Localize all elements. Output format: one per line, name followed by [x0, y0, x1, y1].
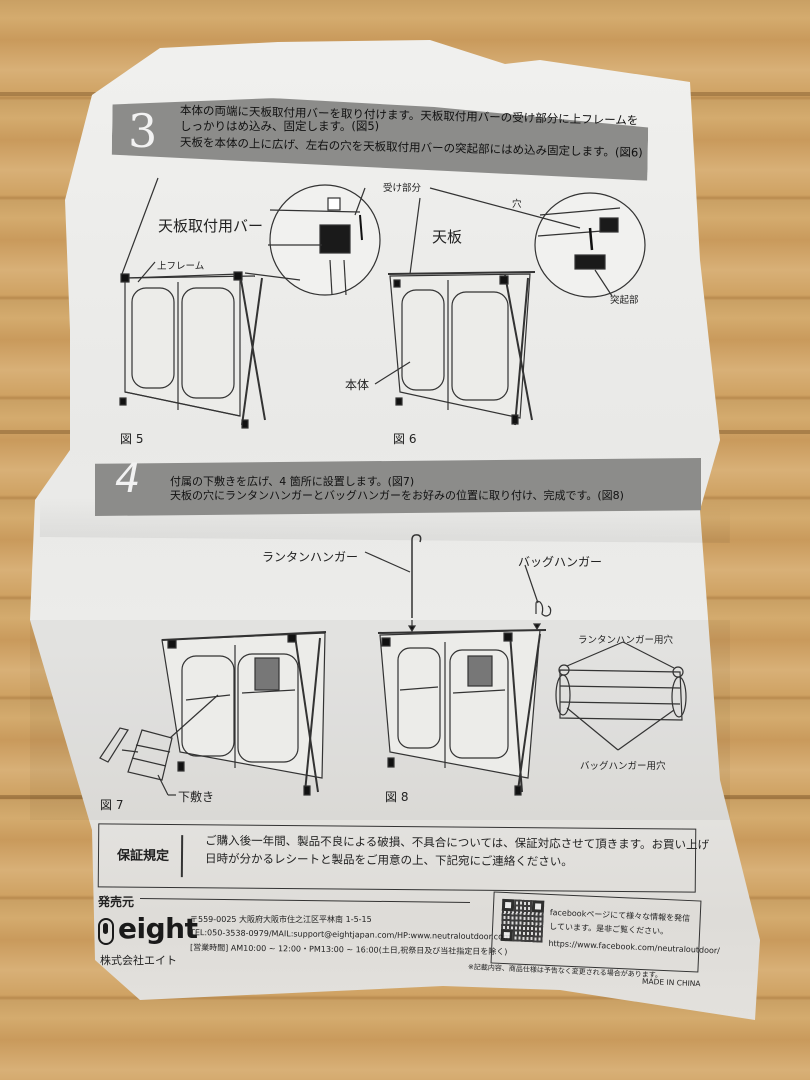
label-top-board: 天板	[432, 228, 463, 246]
warranty-divider	[180, 835, 183, 878]
figure-6-diagram	[374, 187, 646, 426]
qr-finder	[500, 928, 514, 942]
seller-heading: 発売元	[98, 895, 135, 909]
label-mat: 下敷き	[178, 790, 215, 804]
qr-finder	[531, 900, 545, 913]
label-body: 本体	[345, 378, 370, 392]
label-receiver: 受け部分	[383, 183, 422, 194]
qr-finder	[501, 898, 515, 912]
warranty-box: 保証規定 ご購入後一年間、製品不良による破損、不具合については、保証対応させて頂…	[97, 823, 709, 893]
step-4-number: 4	[115, 456, 141, 502]
eight-logo-icon	[98, 918, 114, 945]
company-name: 株式会社エイト	[100, 954, 177, 967]
figure-6-caption: 図 6	[393, 432, 417, 446]
step-3-line-2: しっかりはめ込み、固定します。(図5)	[180, 119, 380, 133]
facebook-line-2: しています。是非ご覧ください。	[549, 921, 669, 937]
label-hole: 穴	[512, 199, 522, 210]
facebook-box: facebookページにて様々な情報を発信 しています。是非ご覧ください。 ht…	[490, 891, 720, 973]
figure-7-diagram	[99, 631, 327, 796]
label-lantern-hanger: ランタンハンガー	[262, 550, 359, 564]
warranty-title: 保証規定	[116, 848, 170, 865]
label-protrusion: 突起部	[610, 295, 639, 306]
label-lantern-hole: ランタンハンガー用穴	[578, 635, 674, 646]
facebook-url[interactable]: https://www.facebook.com/neutraloutdoor/	[548, 938, 721, 956]
eight-logo-wordmark: eight	[118, 912, 198, 945]
step-3-number: 3	[128, 104, 158, 158]
label-bag-hole: バッグハンガー用穴	[580, 761, 666, 772]
figure-7-caption: 図 7	[100, 798, 124, 812]
figure-8-diagram	[364, 534, 687, 796]
label-upper-frame: 上フレーム	[157, 261, 205, 272]
step-4-banner	[95, 458, 701, 516]
step-4-line-1: 付属の下敷きを広げ、4 箇所に設置します。(図7)	[170, 475, 415, 488]
figure-8-caption: 図 8	[385, 790, 409, 804]
warranty-text: ご購入後一年間、製品不良による破損、不具合については、保証対応させて頂きます。お…	[205, 831, 709, 871]
label-top-bar: 天板取付用バー	[158, 217, 264, 235]
seller-address: 〒559-0025 大阪府大阪市住之江区平林南 1-5-15	[190, 915, 372, 924]
step-4-line-2: 天板の穴にランタンハンガーとバッグハンガーをお好みの位置に取り付け、完成です。(…	[170, 489, 624, 502]
qr-code-icon[interactable]	[500, 898, 545, 943]
figure-5-caption: 図 5	[120, 432, 144, 446]
figure-5-diagram	[119, 177, 381, 429]
label-bag-hanger: バッグハンガー	[518, 555, 603, 569]
